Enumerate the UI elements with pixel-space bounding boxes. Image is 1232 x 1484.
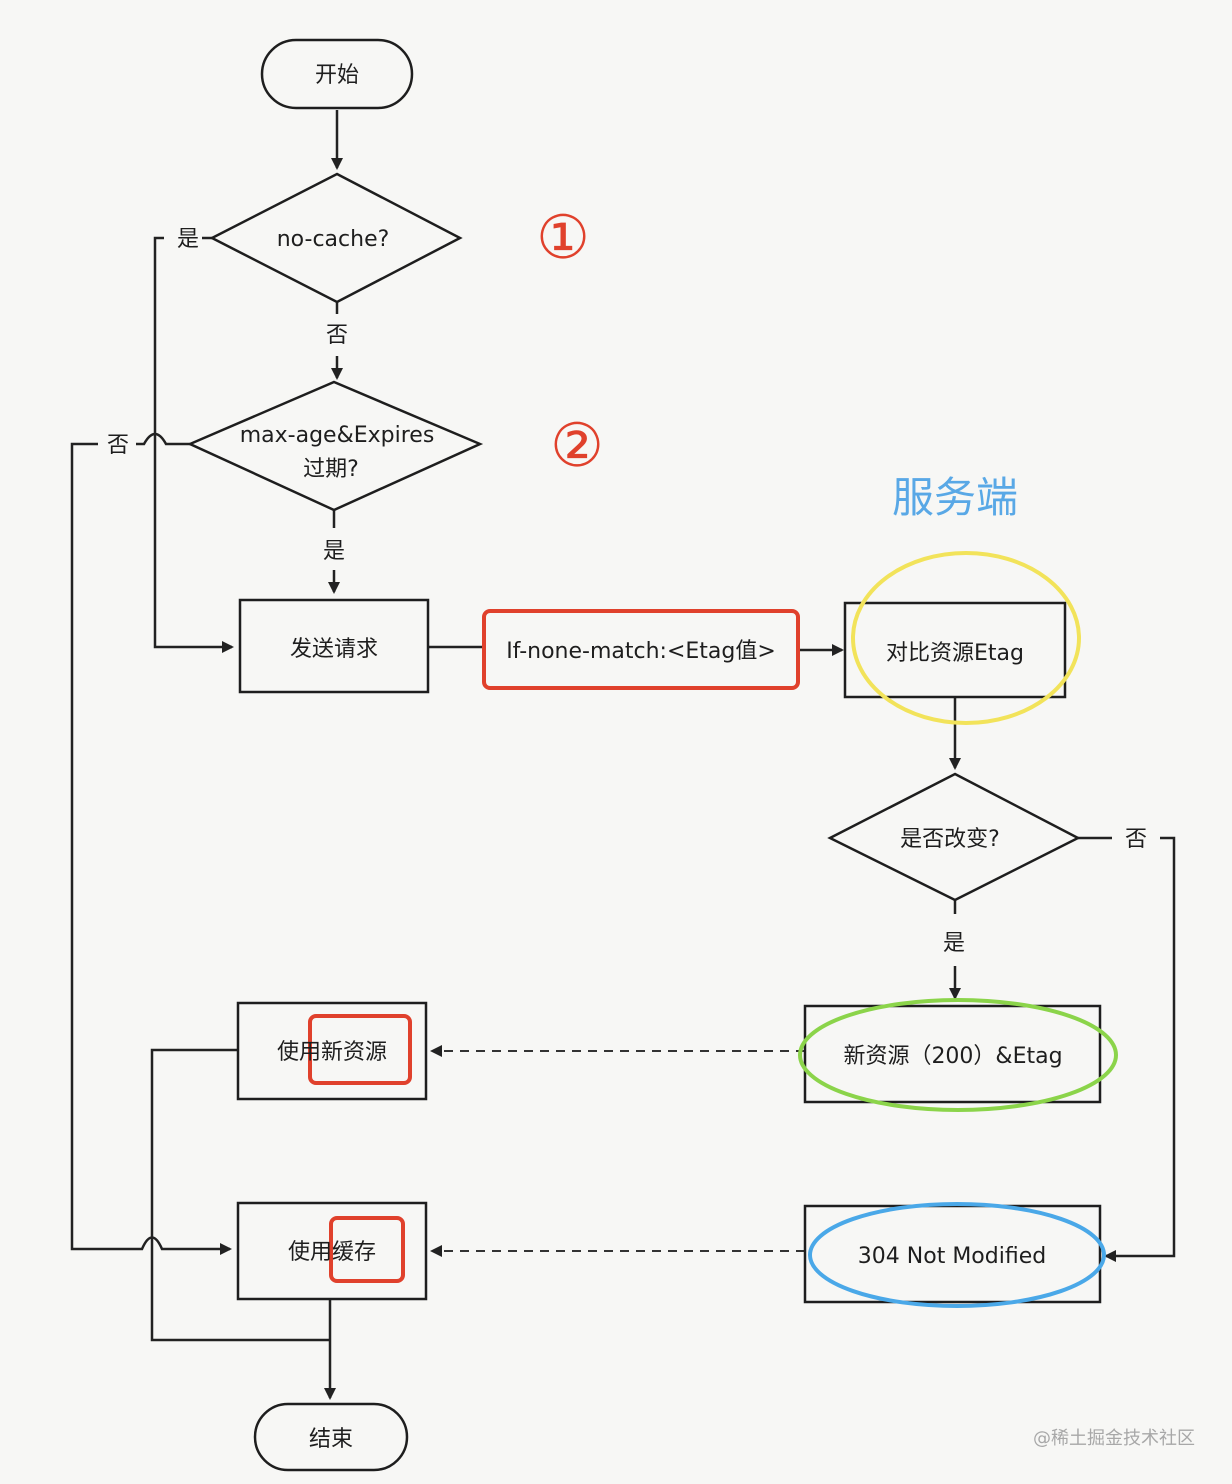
- annotations: ① ② 服务端: [536, 203, 1018, 522]
- compare-etag-box: [843, 601, 1067, 699]
- changed-diamond: [827, 772, 1081, 902]
- connector-usenew-to-end: [150, 1048, 330, 1342]
- changed-yes-label: 是: [943, 931, 965, 956]
- use-new-label: 使用新资源: [277, 1040, 387, 1065]
- connector-maxage-no-path: [70, 442, 232, 1255]
- watermark: @稀土掘金技术社区: [1033, 1428, 1195, 1449]
- connector-nocache-yes-path: [153, 236, 234, 653]
- new-resource-label: 新资源（200）&Etag: [843, 1044, 1062, 1069]
- maxage-label-line2: 过期?: [303, 457, 359, 482]
- maxage-yes-label: 是: [323, 539, 345, 564]
- maxage-diamond: [186, 380, 484, 512]
- start-terminal: [260, 38, 414, 110]
- node-labels: 开始 no-cache? max-age&Expires 过期? 发送请求 If…: [240, 63, 1063, 1452]
- branch-labels: 是 否 否 是 否 是: [107, 227, 1147, 956]
- end-label: 结束: [309, 1427, 353, 1452]
- server-side-label: 服务端: [892, 473, 1018, 522]
- nocache-no-label: 否: [326, 323, 348, 348]
- connector-changed-no-path: [1104, 836, 1176, 1262]
- highlights: [308, 551, 1118, 1308]
- marker-1: ①: [536, 203, 590, 273]
- nocache-label: no-cache?: [277, 227, 390, 252]
- use-cache-label: 使用缓存: [288, 1240, 376, 1265]
- request-header-label: If-none-match:<Etag值>: [506, 639, 776, 664]
- not-modified-blue-circle: [808, 1202, 1106, 1308]
- send-request-label: 发送请求: [290, 637, 378, 662]
- compare-etag-yellow-circle: [851, 551, 1081, 725]
- new-resource-green-circle: [798, 998, 1118, 1112]
- connector-maxage-no: [136, 432, 190, 446]
- new-resource-box: [803, 1004, 1102, 1104]
- header-highlight-box: [482, 609, 800, 690]
- use-cache-box: [236, 1201, 428, 1301]
- not-modified-label: 304 Not Modified: [858, 1244, 1046, 1269]
- nocache-yes-label: 是: [177, 227, 199, 252]
- marker-2: ②: [550, 411, 604, 481]
- changed-label: 是否改变?: [900, 827, 1000, 852]
- end-terminal: [253, 1402, 409, 1472]
- use-new-box: [236, 1001, 428, 1101]
- dashed-connectors: [430, 1045, 805, 1257]
- changed-no-label: 否: [1125, 827, 1147, 852]
- use-new-highlight-box: [308, 1014, 412, 1085]
- compare-etag-label: 对比资源Etag: [886, 641, 1024, 666]
- shapes: [186, 38, 1102, 1472]
- maxage-label-line1: max-age&Expires: [240, 423, 435, 448]
- connectors: [70, 110, 1176, 1400]
- start-label: 开始: [315, 63, 359, 88]
- use-cache-highlight-box: [329, 1216, 405, 1283]
- send-request-box: [238, 598, 430, 694]
- maxage-no-label: 否: [107, 433, 129, 458]
- nocache-diamond: [209, 172, 463, 304]
